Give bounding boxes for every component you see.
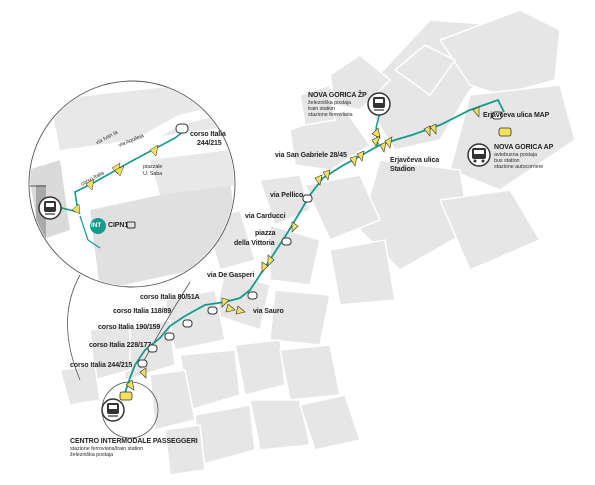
stop-label: via Pellico — [270, 192, 304, 199]
station-sub: train station — [308, 106, 336, 112]
station-sub: bus station — [494, 158, 520, 164]
stop-label: Stadion — [390, 166, 415, 173]
inset-int-badge-label: INT — [91, 222, 102, 229]
train-station-icon-zp — [367, 92, 391, 116]
station-title: CENTRO INTERMODALE PASSEGGERI — [70, 438, 198, 445]
bus-mini-icon — [126, 221, 136, 229]
stop-label: via Sauro — [253, 308, 284, 315]
train-station-icon-cip — [101, 398, 125, 422]
stop-label: via Carducci — [245, 213, 286, 220]
stop-label: della Vittoria — [234, 240, 275, 247]
inset-piazzale: piazzale — [143, 164, 163, 170]
cip-bus-stop-icon — [119, 391, 133, 401]
stop-label: via San Gabriele 28/45 — [275, 152, 347, 159]
inset-stop-line2: 244/215 — [197, 140, 222, 147]
stop-label: piazza — [255, 230, 276, 237]
station-label-ap: NOVA GORICA AP avtobusna postaja bus sta… — [494, 144, 553, 170]
station-sub: stazione autocorriere — [494, 164, 544, 170]
station-title: NOVA GORICA ŽP — [308, 92, 367, 99]
int-badge-icon — [90, 218, 106, 234]
stop-capsules — [137, 111, 503, 368]
stop-label: corso Italia 80/51A — [140, 294, 200, 301]
inset-stop-line1: corso Italia — [190, 131, 226, 138]
inset-cipn1-label: CIPN1 — [108, 222, 129, 229]
stop-label: corso Italia 244/215 — [70, 362, 133, 369]
station-sub: železniška postaja — [70, 452, 114, 458]
station-sub: stazione ferroviaria/train station — [70, 446, 144, 452]
bus-station-icon-ap — [467, 143, 491, 167]
station-sub: železniška postaja — [308, 100, 352, 106]
stop-label: via De Gasperi — [207, 272, 255, 279]
stop-label: Erjavčeva ulica — [390, 157, 440, 164]
stop-label: corso Italia 190/159 — [98, 324, 161, 331]
stop-label: Erjavčeva ulica MAP — [483, 112, 550, 119]
inset-map — [28, 80, 236, 288]
station-sub: stazione ferroviaria — [308, 112, 353, 118]
direction-markers — [125, 106, 480, 391]
station-sub: avtobusna postaja — [494, 152, 537, 158]
stop-label: corso Italia 228/177 — [89, 342, 152, 349]
ap-bus-stop-icon — [498, 127, 512, 137]
city-blocks — [59, 9, 576, 476]
stop-label: corso Italia 118/89 — [113, 308, 172, 315]
station-label-zp: NOVA GORICA ŽP železniška postaja train … — [308, 92, 367, 118]
station-title: NOVA GORICA AP — [494, 144, 554, 151]
inset-piazzale-name: U. Saba — [143, 171, 163, 177]
station-label-centro: CENTRO INTERMODALE PASSEGGERI stazione f… — [70, 438, 198, 458]
